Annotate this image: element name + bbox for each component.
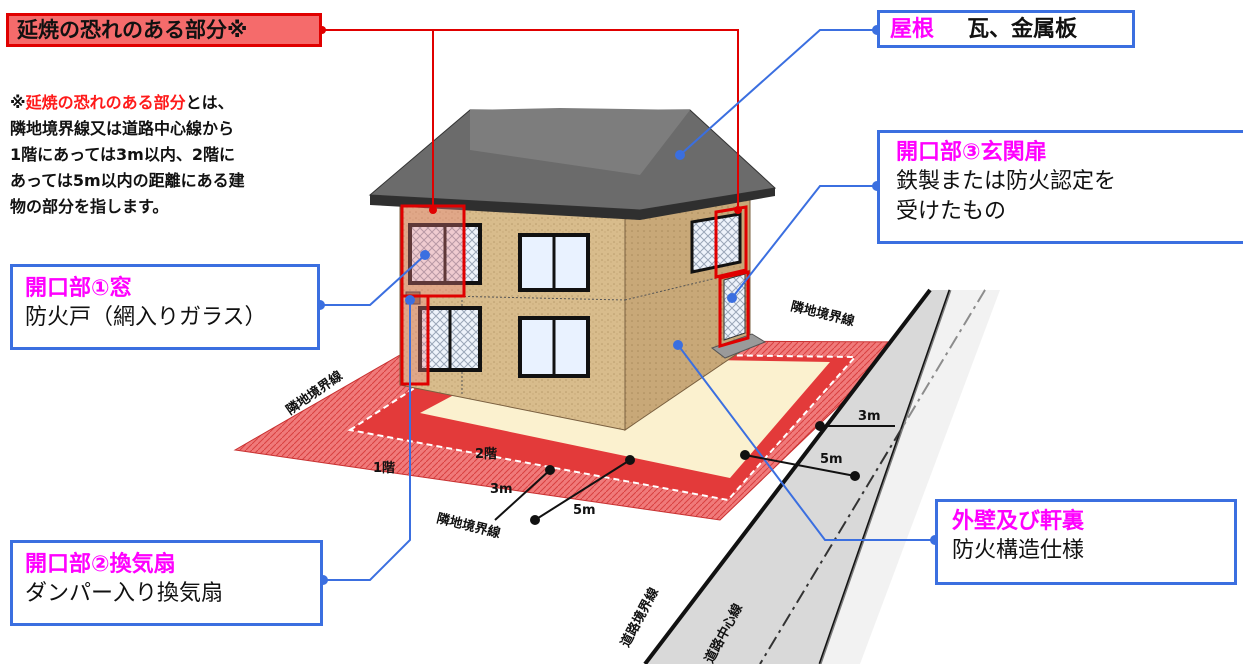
definition-note: ※延焼の恐れのある部分とは、 隣地境界線又は道路中心線から 1階にあっては3m以… xyxy=(10,90,350,220)
callout-door-line1: 鉄製または防火認定を xyxy=(896,169,1117,194)
note-line: あっては5m以内の距離にある建 xyxy=(10,171,245,190)
note-suffix: とは、 xyxy=(185,93,234,112)
floor-divider-side xyxy=(624,269,751,301)
callout-roof: 屋根 瓦、金属板 xyxy=(877,10,1135,48)
callout-fan-text: ダンパー入り換気扇 xyxy=(25,581,224,606)
callout-wall-text: 防火構造仕様 xyxy=(952,538,1085,563)
note-highlight: 延焼の恐れのある部分 xyxy=(25,93,186,112)
entrance-step xyxy=(710,333,767,359)
callout-door-title: 開口部③玄関扉 xyxy=(896,140,1047,165)
roof-eave xyxy=(370,188,775,220)
title-box: 延焼の恐れのある部分※ xyxy=(6,13,322,47)
road-center-line xyxy=(759,289,986,664)
label-3m-right: 3m xyxy=(858,409,881,424)
entrance-door xyxy=(723,273,746,341)
label-floor-2: 2階 xyxy=(475,446,497,462)
note-first-line: ※延焼の恐れのある部分とは、 xyxy=(10,90,350,116)
callout-door-line2: 受けたもの xyxy=(896,199,1007,224)
note-line: 1階にあっては3m以内、2階に xyxy=(10,145,235,164)
callout-wall: 外壁及び軒裏 防火構造仕様 xyxy=(935,499,1237,585)
note-line: 隣地境界線又は道路中心線から xyxy=(10,119,235,138)
callout-window-text: 防火戸（網入りガラス） xyxy=(25,305,267,330)
label-3m-front: 3m xyxy=(490,482,513,497)
label-road-boundary: 道路境界線 xyxy=(617,584,662,650)
note-prefix: ※ xyxy=(10,93,26,112)
callout-roof-title: 屋根 xyxy=(890,17,935,42)
road-far xyxy=(820,290,1000,664)
callout-door: 開口部③玄関扉 鉄製または防火認定を 受けたもの xyxy=(877,130,1243,244)
title-text: 延焼の恐れのある部分※ xyxy=(17,18,248,42)
label-5m-right: 5m xyxy=(820,452,843,467)
label-boundary-right: 隣地境界線 xyxy=(789,298,857,329)
road xyxy=(645,290,950,664)
road-boundary-line xyxy=(643,288,932,664)
callout-fan-title: 開口部②換気扇 xyxy=(25,552,176,577)
callout-window: 開口部①窓 防火戸（網入りガラス） xyxy=(10,264,320,350)
roof-top xyxy=(470,108,690,175)
title-leader xyxy=(322,29,739,210)
callout-roof-text: 瓦、金属板 xyxy=(967,17,1078,42)
highlight-wall-1f xyxy=(400,294,430,386)
label-5m-front: 5m xyxy=(573,503,596,518)
callout-fan: 開口部②換気扇 ダンパー入り換気扇 xyxy=(10,540,323,626)
highlight-window-2f xyxy=(400,204,466,298)
label-floor-1: 1階 xyxy=(373,460,395,476)
callout-window-title: 開口部①窓 xyxy=(25,276,132,301)
distance-markers xyxy=(494,421,895,525)
callout-leaders xyxy=(315,25,940,585)
label-boundary-front: 隣地境界線 xyxy=(435,510,503,541)
callout-wall-title: 外壁及び軒裏 xyxy=(952,509,1085,534)
note-line: 物の部分を指します。 xyxy=(10,197,169,216)
highlight-door xyxy=(718,270,750,348)
